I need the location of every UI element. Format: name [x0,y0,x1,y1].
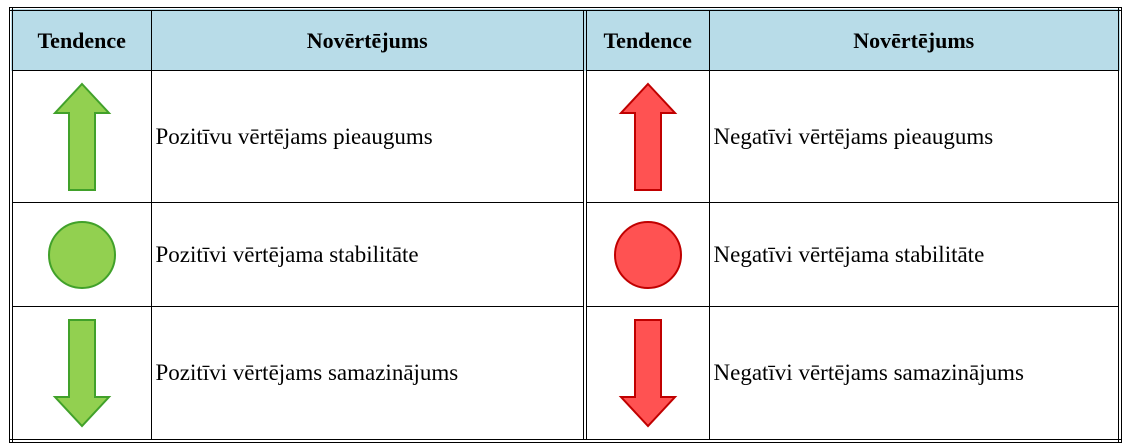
icon-cell [9,70,152,203]
icon-cell [583,306,710,443]
header-row: Tendence Novērtējums Tendence Novērtējum… [9,7,1122,71]
icon-cell [583,70,710,203]
green-up-arrow-icon [52,82,112,191]
table-row: Pozitīvi vērtējams samazinājums Negatīvi… [9,306,1122,443]
red-down-arrow-icon [618,319,678,428]
icon-cell [9,306,152,443]
negative-decrease-label: Negatīvi vērtējams samazinājums [708,306,1122,443]
icon-cell [583,202,710,307]
header-novertejums-2: Novērtējums [708,7,1122,71]
positive-increase-label: Pozitīvu vērtējams pieaugums [150,70,586,203]
red-up-arrow-icon [618,82,678,191]
trend-legend-table: Tendence Novērtējums Tendence Novērtējum… [9,7,1122,443]
red-circle-icon [613,220,682,289]
negative-increase-label: Negatīvi vērtējams pieaugums [708,70,1122,203]
header-novertejums-1: Novērtējums [150,7,586,71]
green-circle-icon [47,220,116,289]
table-row: Pozitīvu vērtējams pieaugums Negatīvi vē… [9,70,1122,203]
icon-cell [9,202,152,307]
positive-decrease-label: Pozitīvi vērtējams samazinājums [150,306,586,443]
table-row: Pozitīvi vērtējama stabilitāte Negatīvi … [9,202,1122,307]
header-tendence-1: Tendence [9,7,152,71]
negative-stability-label: Negatīvi vērtējama stabilitāte [708,202,1122,307]
positive-stability-label: Pozitīvi vērtējama stabilitāte [150,202,586,307]
green-down-arrow-icon [52,319,112,428]
header-tendence-2: Tendence [583,7,710,71]
